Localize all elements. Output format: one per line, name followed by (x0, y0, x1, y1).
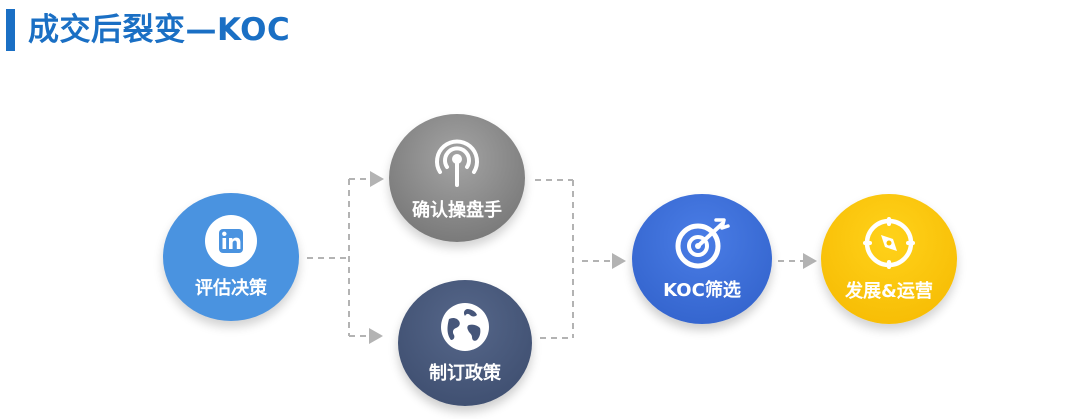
node-ops-label: 发展&运营 (845, 281, 933, 302)
target-icon (675, 218, 730, 269)
globe-icon (441, 303, 489, 351)
linkedin-icon (205, 215, 257, 267)
page-title: 成交后裂变—KOC (28, 12, 291, 48)
signal-broadcast-icon (435, 139, 479, 187)
compass-icon (863, 217, 915, 269)
node-evaluate: 评估决策 (163, 193, 299, 321)
node-policy-label: 制订政策 (429, 363, 501, 384)
node-policy: 制订政策 (398, 280, 532, 406)
node-evaluate-label: 评估决策 (195, 278, 267, 299)
node-koc-label: KOC筛选 (663, 280, 741, 301)
node-koc-screening: KOC筛选 (632, 194, 772, 324)
node-develop-operate: 发展&运营 (821, 194, 957, 324)
title-accent-bar (6, 9, 15, 51)
node-confirm-label: 确认操盘手 (412, 200, 502, 221)
node-confirm-operator: 确认操盘手 (389, 114, 525, 242)
